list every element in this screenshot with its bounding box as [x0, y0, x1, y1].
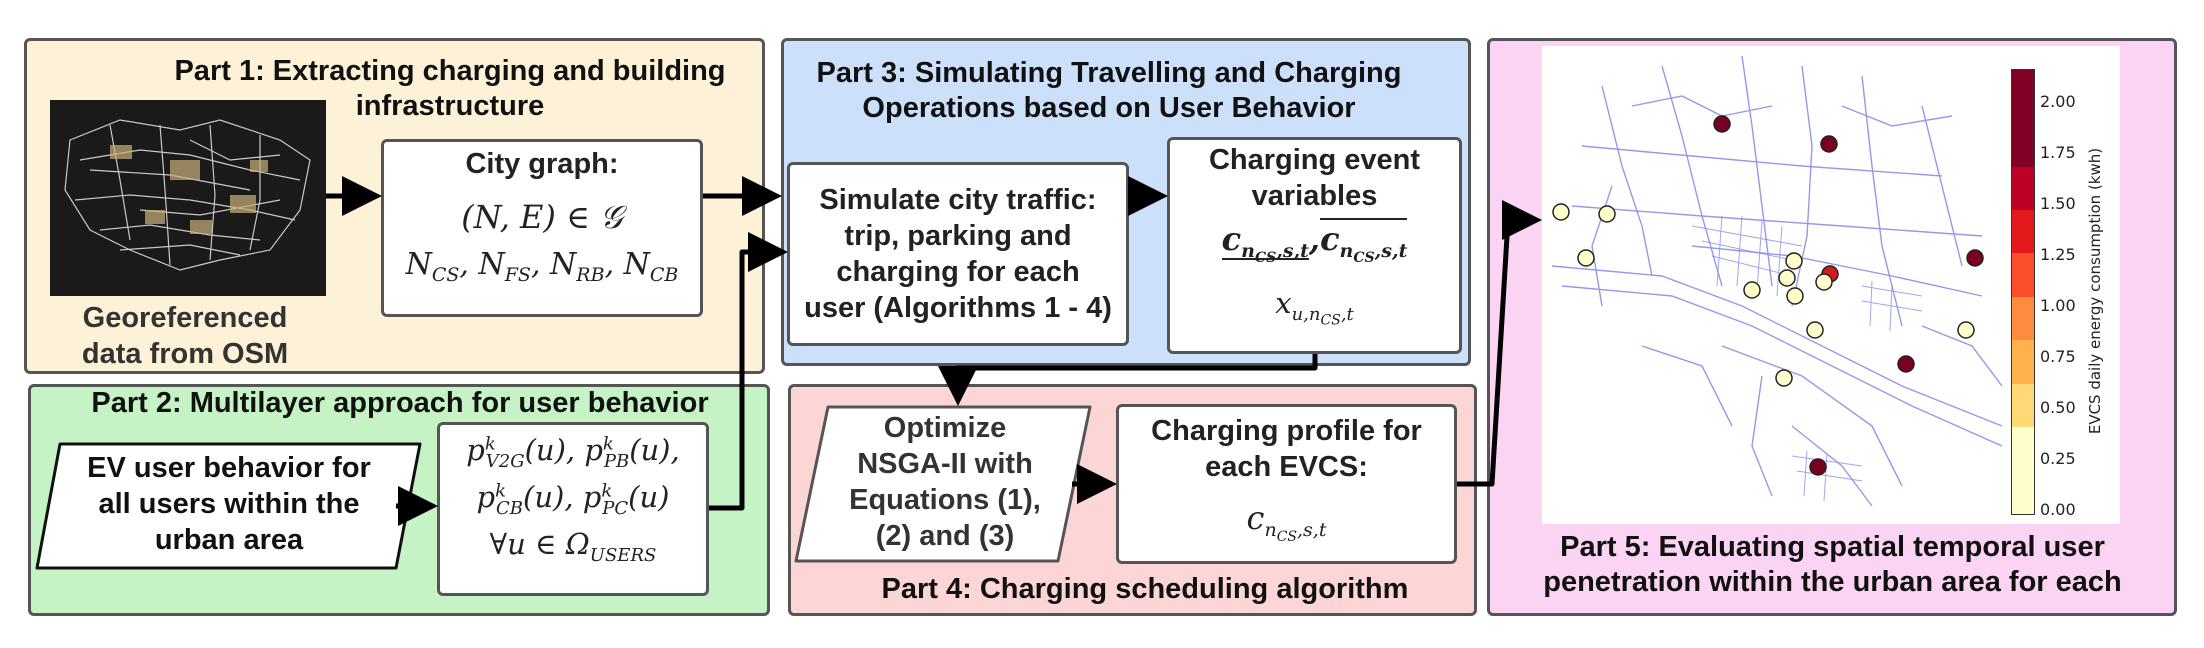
colorbar-tick: 1.50 — [2040, 194, 2076, 213]
map-point — [1785, 252, 1803, 270]
map-point — [1786, 287, 1804, 305]
osm-map-image — [50, 100, 326, 296]
part3-title-line2: Operations based on User Behavior — [862, 92, 1356, 124]
opt-line2: NSGA-II with — [857, 448, 1033, 480]
map-point — [1743, 281, 1761, 299]
map-point — [1806, 321, 1824, 339]
optimize-parallelogram — [794, 405, 1092, 563]
city-graph-eq2: NCS, NFS, NRB, NCB — [405, 247, 679, 286]
charging-profile-box: Charging profile for each EVCS: cnCS,s,t — [1116, 404, 1457, 564]
colorbar-tick: 0.25 — [2040, 449, 2076, 468]
part5-title-line1: Part 5: Evaluating spatial temporal user — [1560, 531, 2105, 563]
city-graph-eq1: (N, E) ∈ 𝒢 — [461, 198, 623, 236]
colorbar-band — [2012, 209, 2034, 254]
opt-line4: (2) and (3) — [875, 520, 1015, 552]
map-point — [1966, 249, 1984, 267]
behavior-parallelogram — [35, 442, 422, 570]
map-point — [1713, 115, 1731, 133]
charging-event-box: Charging event variables cnCS,s,t,cnCS,s… — [1167, 137, 1462, 354]
prob-eq2: pkCB(u), pkPC(u) — [476, 479, 670, 519]
map-point — [1957, 321, 1975, 339]
map-points-layer — [1552, 115, 1984, 476]
optimize-text: Optimize NSGA-II with Equations (1), (2)… — [820, 410, 1070, 554]
part3-title: Part 3: Simulating Travelling and Chargi… — [784, 56, 1434, 126]
event-eq2: xu,nCS,t — [1275, 286, 1354, 329]
colorbar-label: EVCS daily energy consumption (kwh) — [2086, 147, 2104, 435]
osm-caption: Georeferenced data from OSM — [30, 300, 340, 372]
simulate-traffic-box: Simulate city traffic: trip, parking and… — [787, 162, 1129, 346]
map-point — [1897, 355, 1915, 373]
part1-title-line1: Part 1: Extracting charging and building — [174, 55, 726, 87]
map-point — [1778, 269, 1796, 287]
colorbar-tick: 0.50 — [2040, 398, 2076, 417]
colorbar-band — [2012, 427, 2034, 515]
map-point — [1809, 458, 1827, 476]
colorbar-ticks: 2.00 1.75 1.50 1.25 1.00 0.75 0.50 0.25 … — [2040, 92, 2090, 522]
sim-line1: Simulate city traffic: — [819, 184, 1097, 216]
map-point — [1820, 135, 1838, 153]
behavior-line2: all users within the — [98, 488, 360, 520]
part5-title: Part 5: Evaluating spatial temporal user… — [1490, 530, 2175, 600]
sim-line3: charging for each — [836, 256, 1080, 288]
part1-title: Part 1: Extracting charging and building… — [140, 54, 760, 124]
osm-caption-line2: data from OSM — [81, 338, 289, 370]
colorbar-tick: 1.25 — [2040, 245, 2076, 264]
opt-line1: Optimize — [883, 412, 1007, 444]
part5-title-line2: penetration within the urban area for ea… — [1543, 566, 2122, 598]
map-point — [1552, 203, 1570, 221]
city-graph-box: City graph: (N, E) ∈ 𝒢 NCS, NFS, NRB, NC… — [381, 139, 703, 317]
prob-eq1: pkV2G(u), pkPB(u), — [466, 433, 680, 472]
map-point — [1577, 249, 1595, 267]
osm-caption-line1: Georeferenced — [82, 302, 288, 334]
event-title-line2: variables — [1251, 180, 1378, 212]
city-graph-title: City graph: — [465, 148, 619, 180]
part3-title-line1: Part 3: Simulating Travelling and Chargi… — [816, 57, 1402, 89]
opt-line3: Equations (1), — [849, 484, 1041, 516]
colorbar-tick: 1.75 — [2040, 143, 2076, 162]
colorbar — [2011, 69, 2035, 515]
profile-eq: cnCS,s,t — [1246, 499, 1327, 546]
behavior-line1: EV user behavior for — [87, 452, 371, 484]
colorbar-tick: 0.00 — [2040, 500, 2076, 519]
colorbar-band — [2012, 296, 2034, 341]
part1-title-line2: infrastructure — [355, 90, 545, 122]
profile-line2: each EVCS: — [1205, 451, 1368, 483]
part4-title: Part 4: Charging scheduling algorithm — [881, 573, 1409, 605]
colorbar-band — [2012, 253, 2034, 297]
sim-line2: trip, parking and — [844, 220, 1072, 252]
sim-line4: user (Algorithms 1 - 4) — [804, 292, 1112, 324]
city-road-map — [1551, 55, 2003, 507]
colorbar-band — [2012, 166, 2034, 210]
colorbar-tick: 2.00 — [2040, 92, 2076, 111]
colorbar-tick: 0.75 — [2040, 347, 2076, 366]
event-title-line1: Charging event — [1208, 144, 1421, 176]
prob-eq3: ∀u ∈ ΩUSERS — [489, 526, 657, 566]
behavior-text: EV user behavior for all users within th… — [54, 450, 404, 558]
colorbar-tick: 1.00 — [2040, 296, 2076, 315]
probability-box: pkV2G(u), pkPB(u), pkCB(u), pkPC(u) ∀u ∈… — [437, 422, 709, 596]
map-point — [1815, 273, 1833, 291]
part2-title: Part 2: Multilayer approach for user beh… — [91, 387, 709, 419]
map-point — [1775, 369, 1793, 387]
colorbar-band — [2012, 70, 2034, 167]
profile-line1: Charging profile for — [1151, 415, 1422, 447]
colorbar-band — [2012, 340, 2034, 384]
colorbar-band — [2012, 383, 2034, 428]
behavior-line3: urban area — [154, 524, 304, 556]
event-eq1: cnCS,s,t,cnCS,s,t — [1221, 218, 1408, 267]
map-point — [1598, 205, 1616, 223]
